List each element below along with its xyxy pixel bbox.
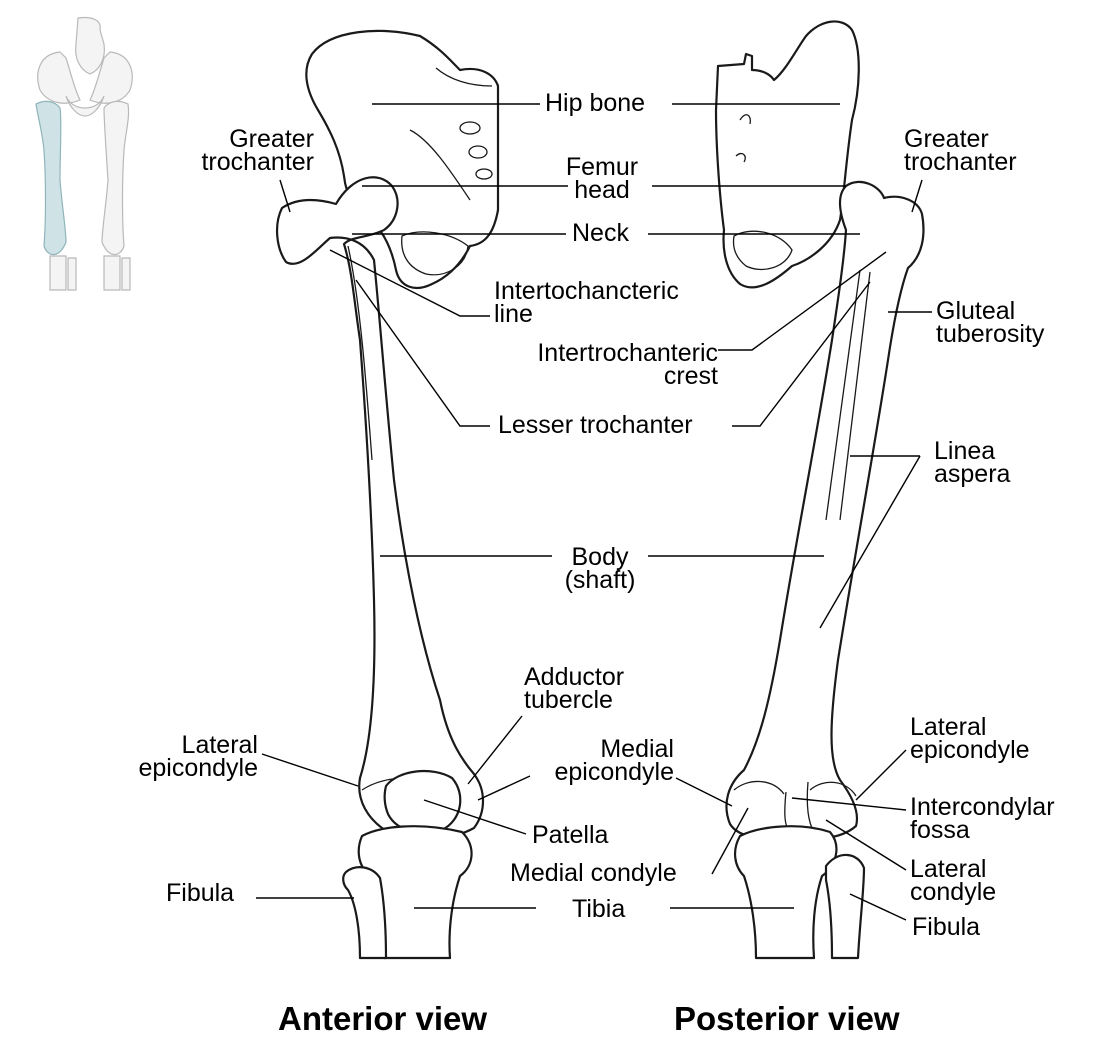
- label-gluteal-tuberosity: Gluteal tuberosity: [936, 297, 1045, 348]
- label-lateral-epicondyle-posterior: Lateral epicondyle: [910, 713, 1030, 764]
- posterior-hip-bone: [714, 20, 860, 289]
- label-linea-aspera: Linea aspera: [934, 437, 1011, 488]
- posterior-femur: [725, 180, 925, 840]
- label-neck: Neck: [572, 219, 629, 247]
- label-intercondylar-fossa: Intercondylar fossa: [910, 793, 1055, 844]
- label-body-shaft: Body (shaft): [564, 543, 636, 594]
- label-lateral-condyle: Lateral condyle: [910, 855, 997, 906]
- label-fibula-posterior: Fibula: [912, 913, 981, 941]
- anterior-hip-bone: [305, 29, 500, 289]
- label-medial-epicondyle: Medial epicondyle: [554, 735, 674, 786]
- label-tibia: Tibia: [572, 895, 626, 923]
- label-hip-bone: Hip bone: [545, 89, 646, 117]
- label-intertochancteric-line: Intertochancteric line: [494, 277, 679, 328]
- leader-lines: [256, 103, 932, 921]
- label-greater-trochanter-posterior: Greater trochanter: [904, 125, 1017, 176]
- label-medial-condyle: Medial condyle: [510, 859, 677, 887]
- anterior-view-title: Anterior view: [278, 1000, 488, 1037]
- label-patella: Patella: [532, 821, 609, 849]
- thumbnail-skeleton: [35, 16, 133, 291]
- label-femur-head: Femur head: [565, 153, 639, 204]
- label-greater-trochanter-anterior: Greater trochanter: [201, 125, 314, 176]
- posterior-view-title: Posterior view: [674, 1000, 900, 1037]
- label-fibula-anterior: Fibula: [166, 879, 235, 907]
- anterior-tibia-fibula: [342, 825, 473, 960]
- posterior-tibia-fibula: [734, 825, 866, 960]
- label-adductor-tubercle: Adductor tubercle: [524, 663, 625, 714]
- label-lateral-epicondyle-anterior: Lateral epicondyle: [138, 731, 258, 782]
- anterior-femur: [276, 176, 485, 841]
- label-intertrochanteric-crest: Intertrochanteric crest: [537, 339, 718, 390]
- label-lesser-trochanter: Lesser trochanter: [498, 411, 693, 439]
